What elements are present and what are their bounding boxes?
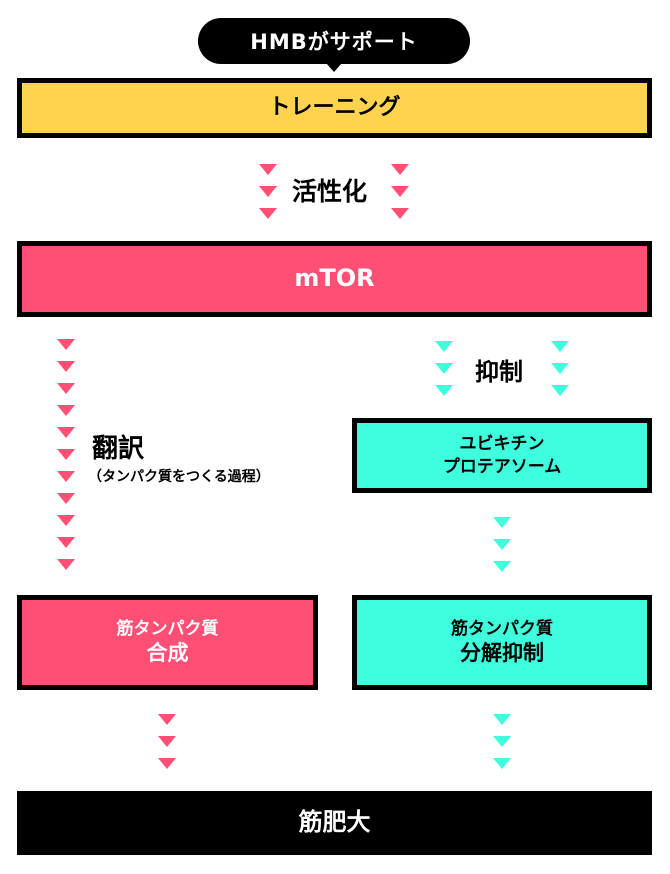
activation-left-arrow-3 (259, 208, 277, 219)
activation-right-arrow-2 (391, 186, 409, 197)
translation-arrow-3 (57, 383, 75, 394)
mtor-label: mTOR (294, 264, 375, 293)
inhibition-right-arrow-3 (551, 385, 569, 396)
translation-arrow-2 (57, 361, 75, 372)
inhibition-left-arrow-2 (435, 363, 453, 374)
breakdown-down-arrow-3 (493, 758, 511, 769)
hmb-support-badge: HMBがサポート (198, 18, 470, 64)
translation-label: 翻訳 (92, 434, 145, 464)
translation-arrow-4 (57, 405, 75, 416)
translation-arrow-9 (57, 515, 75, 526)
inhibition-label: 抑制 (475, 358, 523, 386)
mtor-box: mTOR (17, 241, 652, 317)
protein-breakdown-box: 筋タンパク質 分解抑制 (352, 595, 652, 690)
breakdown-down-arrow-2 (493, 736, 511, 747)
translation-arrow-6 (57, 449, 75, 460)
activation-left-arrow-2 (259, 186, 277, 197)
breakdown-down-arrow-1 (493, 714, 511, 725)
protein-synthesis-box: 筋タンパク質 合成 (17, 595, 318, 690)
badge-pointer (326, 63, 342, 72)
breakdown-line1: 筋タンパク質 (451, 618, 553, 639)
ubiquitin-proteasome-box: ユビキチン プロテアソーム (352, 418, 652, 493)
translation-arrow-8 (57, 493, 75, 504)
activation-right-arrow-1 (391, 164, 409, 175)
activation-right-arrow-3 (391, 208, 409, 219)
training-box: トレーニング (17, 78, 652, 138)
activation-left-arrow-1 (259, 164, 277, 175)
ubiquitin-line1: ユビキチン (459, 434, 545, 455)
inhibition-left-arrow-3 (435, 385, 453, 396)
synthesis-down-arrow-2 (158, 736, 176, 747)
translation-arrow-11 (57, 559, 75, 570)
training-label: トレーニング (268, 94, 401, 120)
ubiquitin-down-arrow-1 (493, 517, 511, 528)
ubiquitin-line2: プロテアソーム (442, 456, 562, 477)
translation-note: （タンパク質をつくる過程） (88, 469, 270, 485)
synthesis-down-arrow-3 (158, 758, 176, 769)
translation-arrow-7 (57, 471, 75, 482)
badge-label: HMBがサポート (250, 30, 418, 54)
breakdown-line2: 分解抑制 (460, 640, 544, 665)
translation-arrow-1 (57, 339, 75, 350)
hypertrophy-label: 筋肥大 (298, 808, 371, 837)
activation-label: 活性化 (292, 177, 368, 206)
synthesis-down-arrow-1 (158, 714, 176, 725)
translation-arrow-5 (57, 427, 75, 438)
inhibition-right-arrow-2 (551, 363, 569, 374)
synthesis-line1: 筋タンパク質 (116, 618, 219, 639)
translation-arrow-10 (57, 537, 75, 548)
ubiquitin-down-arrow-3 (493, 561, 511, 572)
ubiquitin-down-arrow-2 (493, 539, 511, 550)
inhibition-left-arrow-1 (435, 341, 453, 352)
synthesis-line2: 合成 (146, 640, 189, 665)
inhibition-right-arrow-1 (551, 341, 569, 352)
hypertrophy-box: 筋肥大 (17, 791, 652, 855)
